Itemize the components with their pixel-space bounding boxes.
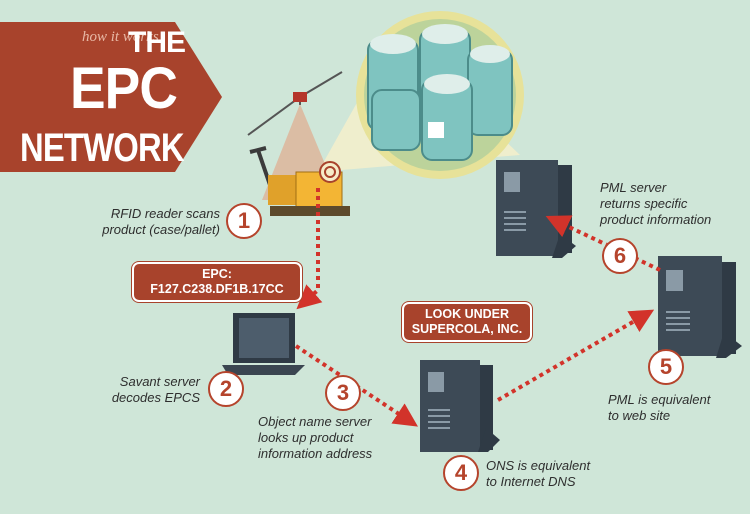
- step-number-6: 6: [602, 238, 638, 274]
- server-icon: [496, 160, 576, 258]
- lookup-callout-line1: LOOK UNDER: [424, 307, 510, 321]
- arrow-reader-to-laptop: [296, 188, 323, 310]
- step-caption-1: RFID reader scans product (case/pallet): [102, 206, 220, 237]
- lookup-callout-line2: SUPERCOLA, INC.: [411, 322, 523, 336]
- epc-callout-line1: EPC:: [202, 267, 232, 281]
- server-icon: [658, 256, 742, 358]
- lookup-callout: LOOK UNDER SUPERCOLA, INC.: [402, 302, 532, 342]
- banner-title-line2: EPC: [70, 56, 178, 121]
- step-number-2: 2: [208, 371, 244, 407]
- title-banner: [0, 22, 222, 172]
- step-caption-4: ONS is equivalent to Internet DNS: [486, 458, 591, 489]
- epc-callout: EPC: F127.C238.DF1B.17CC: [132, 262, 302, 302]
- step-number-4: 4: [443, 455, 479, 491]
- step-number-5: 5: [648, 349, 684, 385]
- banner-kicker: how it works: [82, 29, 159, 45]
- step-caption-2: Savant server decodes EPCS: [111, 374, 200, 405]
- step-caption-6: PML server returns specific product info…: [600, 180, 712, 227]
- arrow-ons-to-pml: [496, 309, 655, 402]
- banner-title-line1: THE: [128, 26, 186, 59]
- banner-title-line3: NETWORK: [20, 126, 185, 170]
- step-caption-5: PML is equivalent to web site: [608, 392, 711, 423]
- epc-callout-line2: F127.C238.DF1B.17CC: [150, 282, 284, 296]
- step-caption-3: Object name server looks up product info…: [258, 414, 373, 461]
- step-number-3: 3: [325, 375, 361, 411]
- soda-can-icon: [356, 11, 524, 179]
- laptop-icon: [222, 313, 305, 375]
- server-icon: [420, 360, 500, 452]
- step-number-1: 1: [226, 203, 262, 239]
